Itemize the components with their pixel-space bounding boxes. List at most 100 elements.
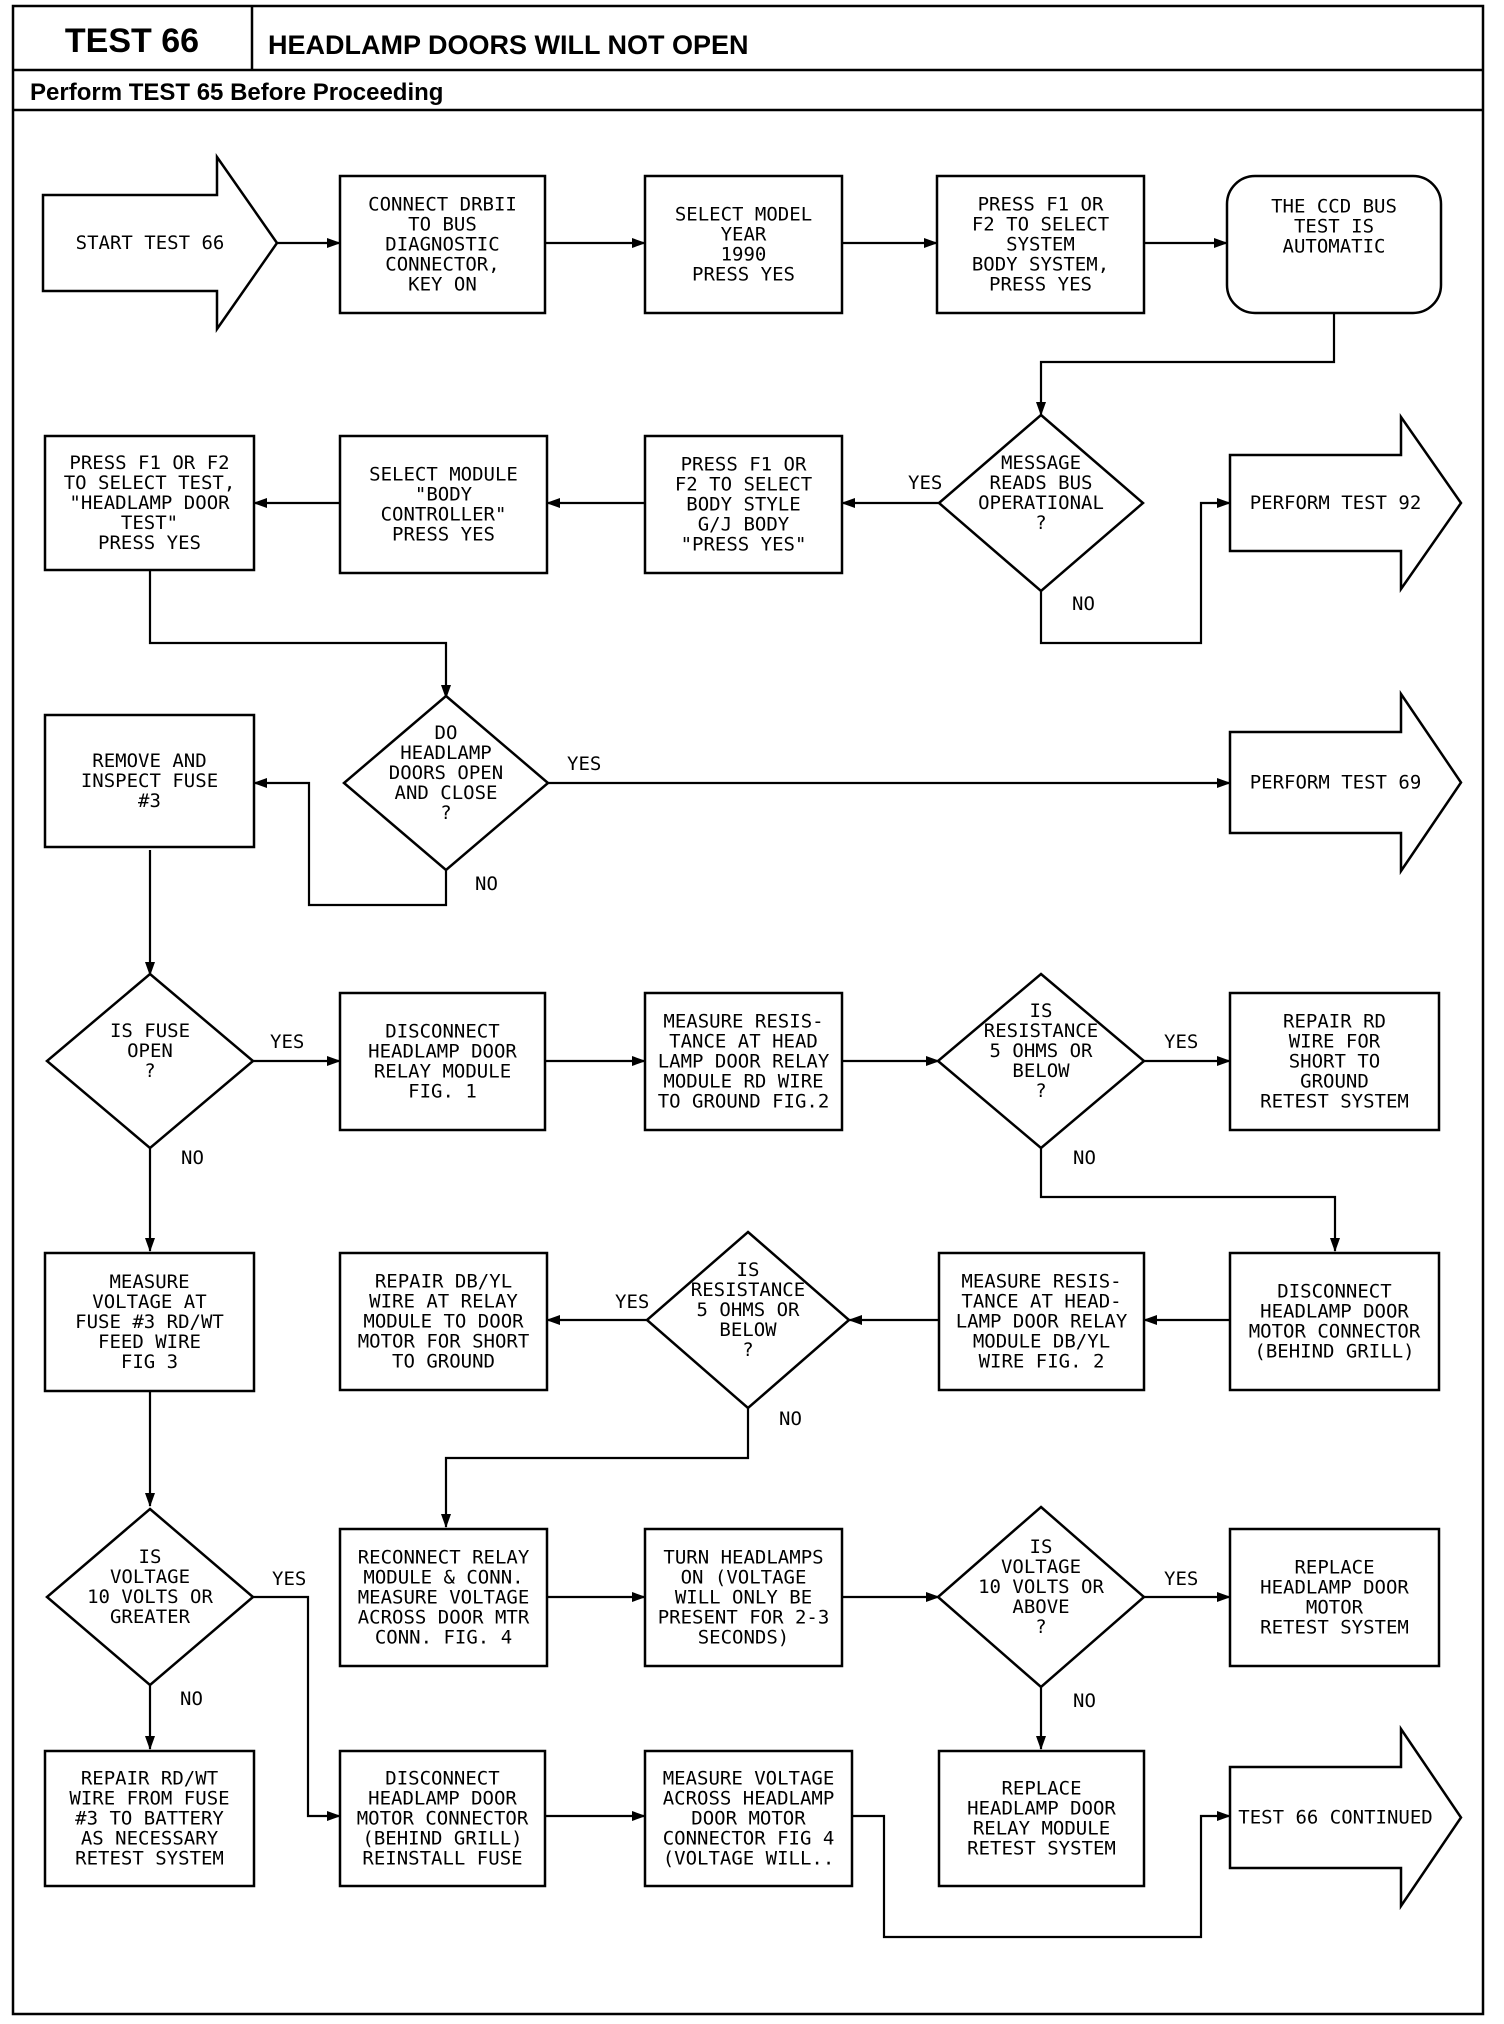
- process-box: [338, 1527, 549, 1668]
- node-text-line: ?: [1035, 1080, 1046, 1102]
- process-box: [643, 1527, 844, 1668]
- process-box: [43, 434, 256, 572]
- process-box: [937, 1251, 1146, 1392]
- node-text-line: MOTOR CONNECTOR: [1249, 1321, 1421, 1343]
- terminal-box: [1225, 174, 1443, 315]
- node-text-line: HEADLAMP DOOR: [368, 1788, 517, 1810]
- node-text-line: FIG 3: [121, 1351, 178, 1373]
- node-text-line: PRESENT FOR 2-3: [658, 1607, 830, 1629]
- node-text-line: FUSE #3 RD/WT: [75, 1311, 224, 1333]
- node-text-line: TANCE AT HEAD-: [961, 1291, 1121, 1313]
- node-text-line: MOTOR: [1306, 1597, 1364, 1619]
- node-text-line: INSPECT FUSE: [81, 770, 218, 792]
- edge: [441, 1408, 750, 1528]
- edge-label-yes-fuse: YES: [270, 1031, 304, 1053]
- node-text-line: (VOLTAGE WILL..: [663, 1848, 835, 1870]
- node-text-line: RETEST SYSTEM: [967, 1838, 1116, 1860]
- node-text-line: HEADLAMP DOOR: [967, 1798, 1116, 1820]
- edge: [1039, 498, 1231, 645]
- process-box: [338, 1251, 549, 1392]
- node-text-line: BELOW: [719, 1319, 777, 1341]
- node-text-line: READS BUS: [990, 472, 1093, 494]
- node-text-line: HEADLAMP DOOR: [368, 1041, 517, 1063]
- edge: [148, 570, 451, 699]
- node-text-line: MESSAGE: [1001, 452, 1081, 474]
- node-text-line: ?: [742, 1339, 753, 1361]
- node-text-line: TO SELECT TEST,: [64, 472, 236, 494]
- node-text-line: CONN. FIG. 4: [375, 1627, 512, 1649]
- node-text-line: YEAR: [721, 224, 767, 246]
- node-text-line: RESISTANCE: [691, 1279, 805, 1301]
- node-text-line: OPEN: [127, 1040, 173, 1062]
- process-box: [338, 174, 547, 315]
- connector-lines: [145, 238, 1340, 1939]
- node-text-line: DISCONNECT: [385, 1021, 499, 1043]
- node-text-line: LAMP DOOR RELAY: [658, 1051, 830, 1073]
- node-text-line: SYSTEM: [1006, 234, 1075, 256]
- node-text-line: (BEHIND GRILL): [362, 1828, 522, 1850]
- node-text-line: TEST IS: [1294, 216, 1374, 238]
- node-text-line: PRESS YES: [392, 524, 495, 546]
- node-text-line: REINSTALL FUSE: [362, 1848, 522, 1870]
- node-text-line: CONTROLLER": [381, 504, 507, 526]
- node-text-line: ?: [1035, 1616, 1046, 1638]
- node-text-line: HEADLAMP: [400, 742, 492, 764]
- node-text-line: DO: [435, 722, 458, 744]
- node-text-line: #3 TO BATTERY: [75, 1808, 224, 1830]
- edge-label-no-message: NO: [1072, 593, 1095, 615]
- node-text-line: WILL ONLY BE: [675, 1587, 812, 1609]
- node-text-line: DIAGNOSTIC: [385, 234, 499, 256]
- node-text-line: REPAIR RD/WT: [81, 1768, 218, 1790]
- node-text-line: MEASURE VOLTAGE: [663, 1768, 835, 1790]
- node-text-line: VOLTAGE: [110, 1566, 190, 1588]
- node-text-line: BODY SYSTEM,: [972, 254, 1109, 276]
- node-text-line: (BEHIND GRILL): [1254, 1341, 1414, 1363]
- process-box: [643, 434, 844, 575]
- edge-label-yes-res1: YES: [1164, 1031, 1198, 1053]
- node-text-line: REPAIR DB/YL: [375, 1271, 512, 1293]
- process-box: [643, 1749, 854, 1888]
- node-text-line: DOORS OPEN: [389, 762, 503, 784]
- edge: [1039, 1148, 1340, 1252]
- process-box: [338, 1749, 547, 1888]
- edge: [253, 778, 448, 907]
- node-text-line: TANCE AT HEAD: [669, 1031, 818, 1053]
- node-text-line: WIRE FIG. 2: [979, 1351, 1105, 1373]
- node-text-line: HEADLAMP DOOR: [1260, 1577, 1409, 1599]
- decision-diamond: [45, 1507, 255, 1687]
- node-text-line: 10 VOLTS OR: [978, 1576, 1104, 1598]
- node-text-line: MEASURE: [109, 1271, 189, 1293]
- node-text-line: REPLACE: [1001, 1778, 1081, 1800]
- node-text-line: KEY ON: [408, 274, 477, 296]
- node-text-line: #3: [138, 790, 161, 812]
- node-text-line: ?: [1035, 512, 1046, 534]
- edge: [1036, 313, 1336, 416]
- node-text-line: 5 OHMS OR: [990, 1040, 1094, 1062]
- process-box: [937, 1749, 1146, 1888]
- node-text-line: TEST": [121, 512, 178, 534]
- node-text-line: PRESS YES: [989, 274, 1092, 296]
- node-text-line: TO BUS: [408, 214, 477, 236]
- node-text-line: ACROSS DOOR MTR: [358, 1607, 530, 1629]
- process-box: [643, 174, 844, 315]
- node-text-line: PERFORM TEST 92: [1250, 492, 1422, 514]
- node-text-line: DISCONNECT: [1277, 1281, 1391, 1303]
- node-text-line: ACROSS HEADLAMP: [663, 1788, 835, 1810]
- node-text-line: AND CLOSE: [395, 782, 498, 804]
- node-text-line: BELOW: [1012, 1060, 1070, 1082]
- test-number: TEST 66: [65, 22, 199, 60]
- perform-test-69-arrow: PERFORM TEST 69: [1228, 689, 1463, 876]
- off-page-arrow: [1228, 1724, 1463, 1911]
- page-title: HEADLAMP DOORS WILL NOT OPEN: [268, 30, 749, 60]
